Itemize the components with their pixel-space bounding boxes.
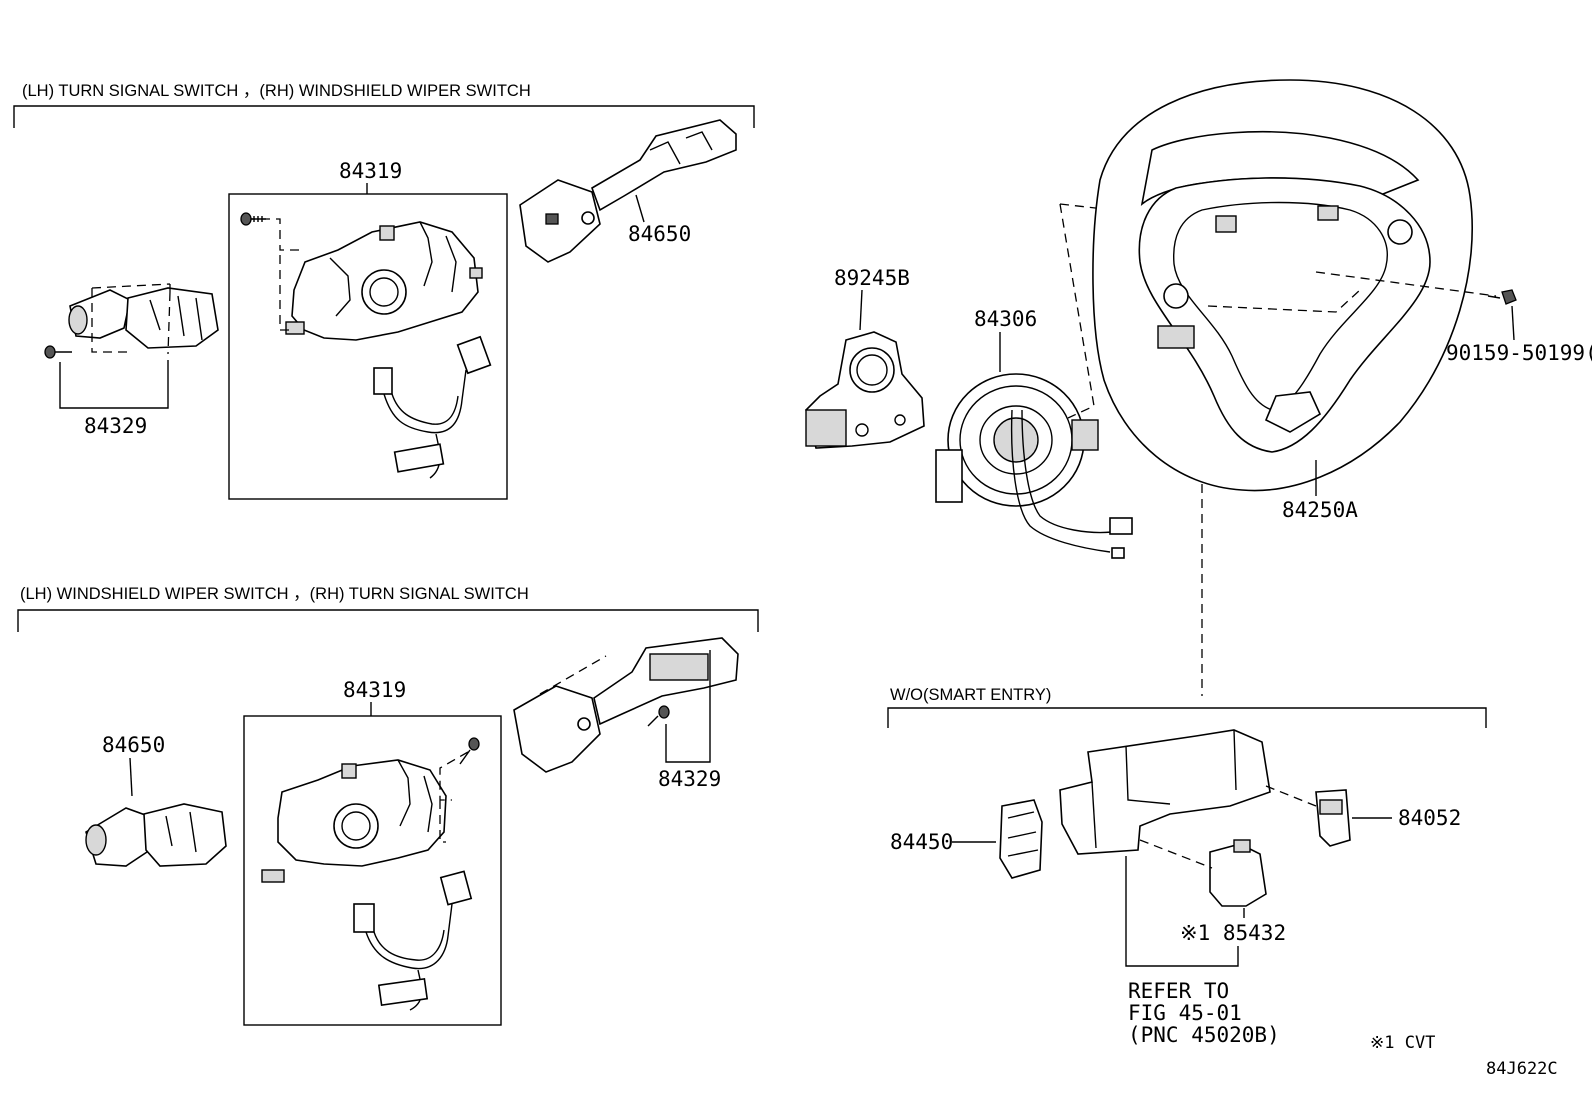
part-label-84052: 84052 <box>1398 806 1461 830</box>
screw-84329-lower <box>647 705 670 727</box>
dashed-leader-bolt-90159 <box>1207 271 1497 313</box>
part-label-84650-upper: 84650 <box>628 222 691 246</box>
bracket-refer <box>1125 856 1239 967</box>
part-label-84319-upper: 84319 <box>339 159 402 183</box>
steering-sensor-89245B <box>805 331 925 449</box>
diagram-code: 84J622C <box>1486 1059 1558 1079</box>
spiral-cable-84306 <box>935 373 1133 559</box>
dashed-frame-84329-upper <box>91 283 171 355</box>
turn-signal-switch-upper <box>68 287 219 349</box>
refer-line-3: (PNC 45020B) <box>1128 1023 1280 1047</box>
refer-line-2: FIG 45-01 <box>1128 1001 1242 1025</box>
turn-signal-switch-lower <box>513 637 739 773</box>
part-label-84450: 84450 <box>890 830 953 854</box>
part-label-84250A: 84250A <box>1282 498 1358 522</box>
leader-84650-upper <box>635 194 645 223</box>
bracket-84329-upper <box>59 360 169 409</box>
smart-entry-section-bracket <box>887 707 1487 728</box>
wire-harness-lower <box>353 870 473 1011</box>
leader-89245B <box>859 289 863 331</box>
screw-upper-box <box>240 212 266 226</box>
steering-wheel-84250A <box>1092 79 1473 492</box>
part-label-85432: ※1 85432 <box>1180 921 1286 945</box>
dashed-leader-84052 <box>1265 785 1317 807</box>
assembly-box-84319-upper <box>228 193 508 500</box>
screw-lower-box <box>459 737 480 765</box>
dashed-leader-85432 <box>1139 839 1213 869</box>
switch-84052 <box>1315 789 1351 847</box>
smart-entry-section-header: W/O(SMART ENTRY) <box>890 686 1051 704</box>
assembly-box-84319-lower <box>243 715 502 1026</box>
part-label-84329-lower: 84329 <box>658 767 721 791</box>
bracket-84329-lower <box>665 650 711 763</box>
part-label-84650-lower: 84650 <box>102 733 165 757</box>
upper-section-header: (LH) TURN SIGNAL SWITCH ，(RH) WINDSHIELD… <box>22 82 531 100</box>
dashed-leader-screw-lower <box>439 751 469 843</box>
lower-section-header: (LH) WINDSHIELD WIPER SWITCH ，(RH) TURN … <box>20 585 529 603</box>
refer-line-1: REFER TO <box>1128 979 1229 1003</box>
ignition-switch-84450 <box>999 799 1043 879</box>
combination-switch-body-upper <box>285 221 483 341</box>
bolt-90159 <box>1487 289 1517 305</box>
part-label-84306: 84306 <box>974 307 1037 331</box>
dashed-leader-lower-signal <box>539 655 607 695</box>
lower-section-bracket <box>17 609 759 632</box>
part-label-84329-upper: 84329 <box>84 414 147 438</box>
steering-column-cover <box>1059 729 1271 855</box>
part-label-90159-50199: 90159-50199(2) <box>1446 341 1592 365</box>
wiper-switch-lower <box>85 803 227 867</box>
footnote-cvt: ※1 CVT <box>1370 1033 1435 1053</box>
combination-switch-body-lower <box>261 759 447 883</box>
wire-harness-upper <box>373 335 492 479</box>
transmission-switch-85432 <box>1209 839 1267 907</box>
leader-90159 <box>1511 305 1515 341</box>
part-label-89245B: 89245B <box>834 266 910 290</box>
part-label-84319-lower: 84319 <box>343 678 406 702</box>
upper-section-bracket <box>13 105 755 128</box>
leader-84650-lower <box>129 757 133 797</box>
screw-84329-upper <box>44 345 72 359</box>
wiper-switch-upper <box>519 119 737 263</box>
